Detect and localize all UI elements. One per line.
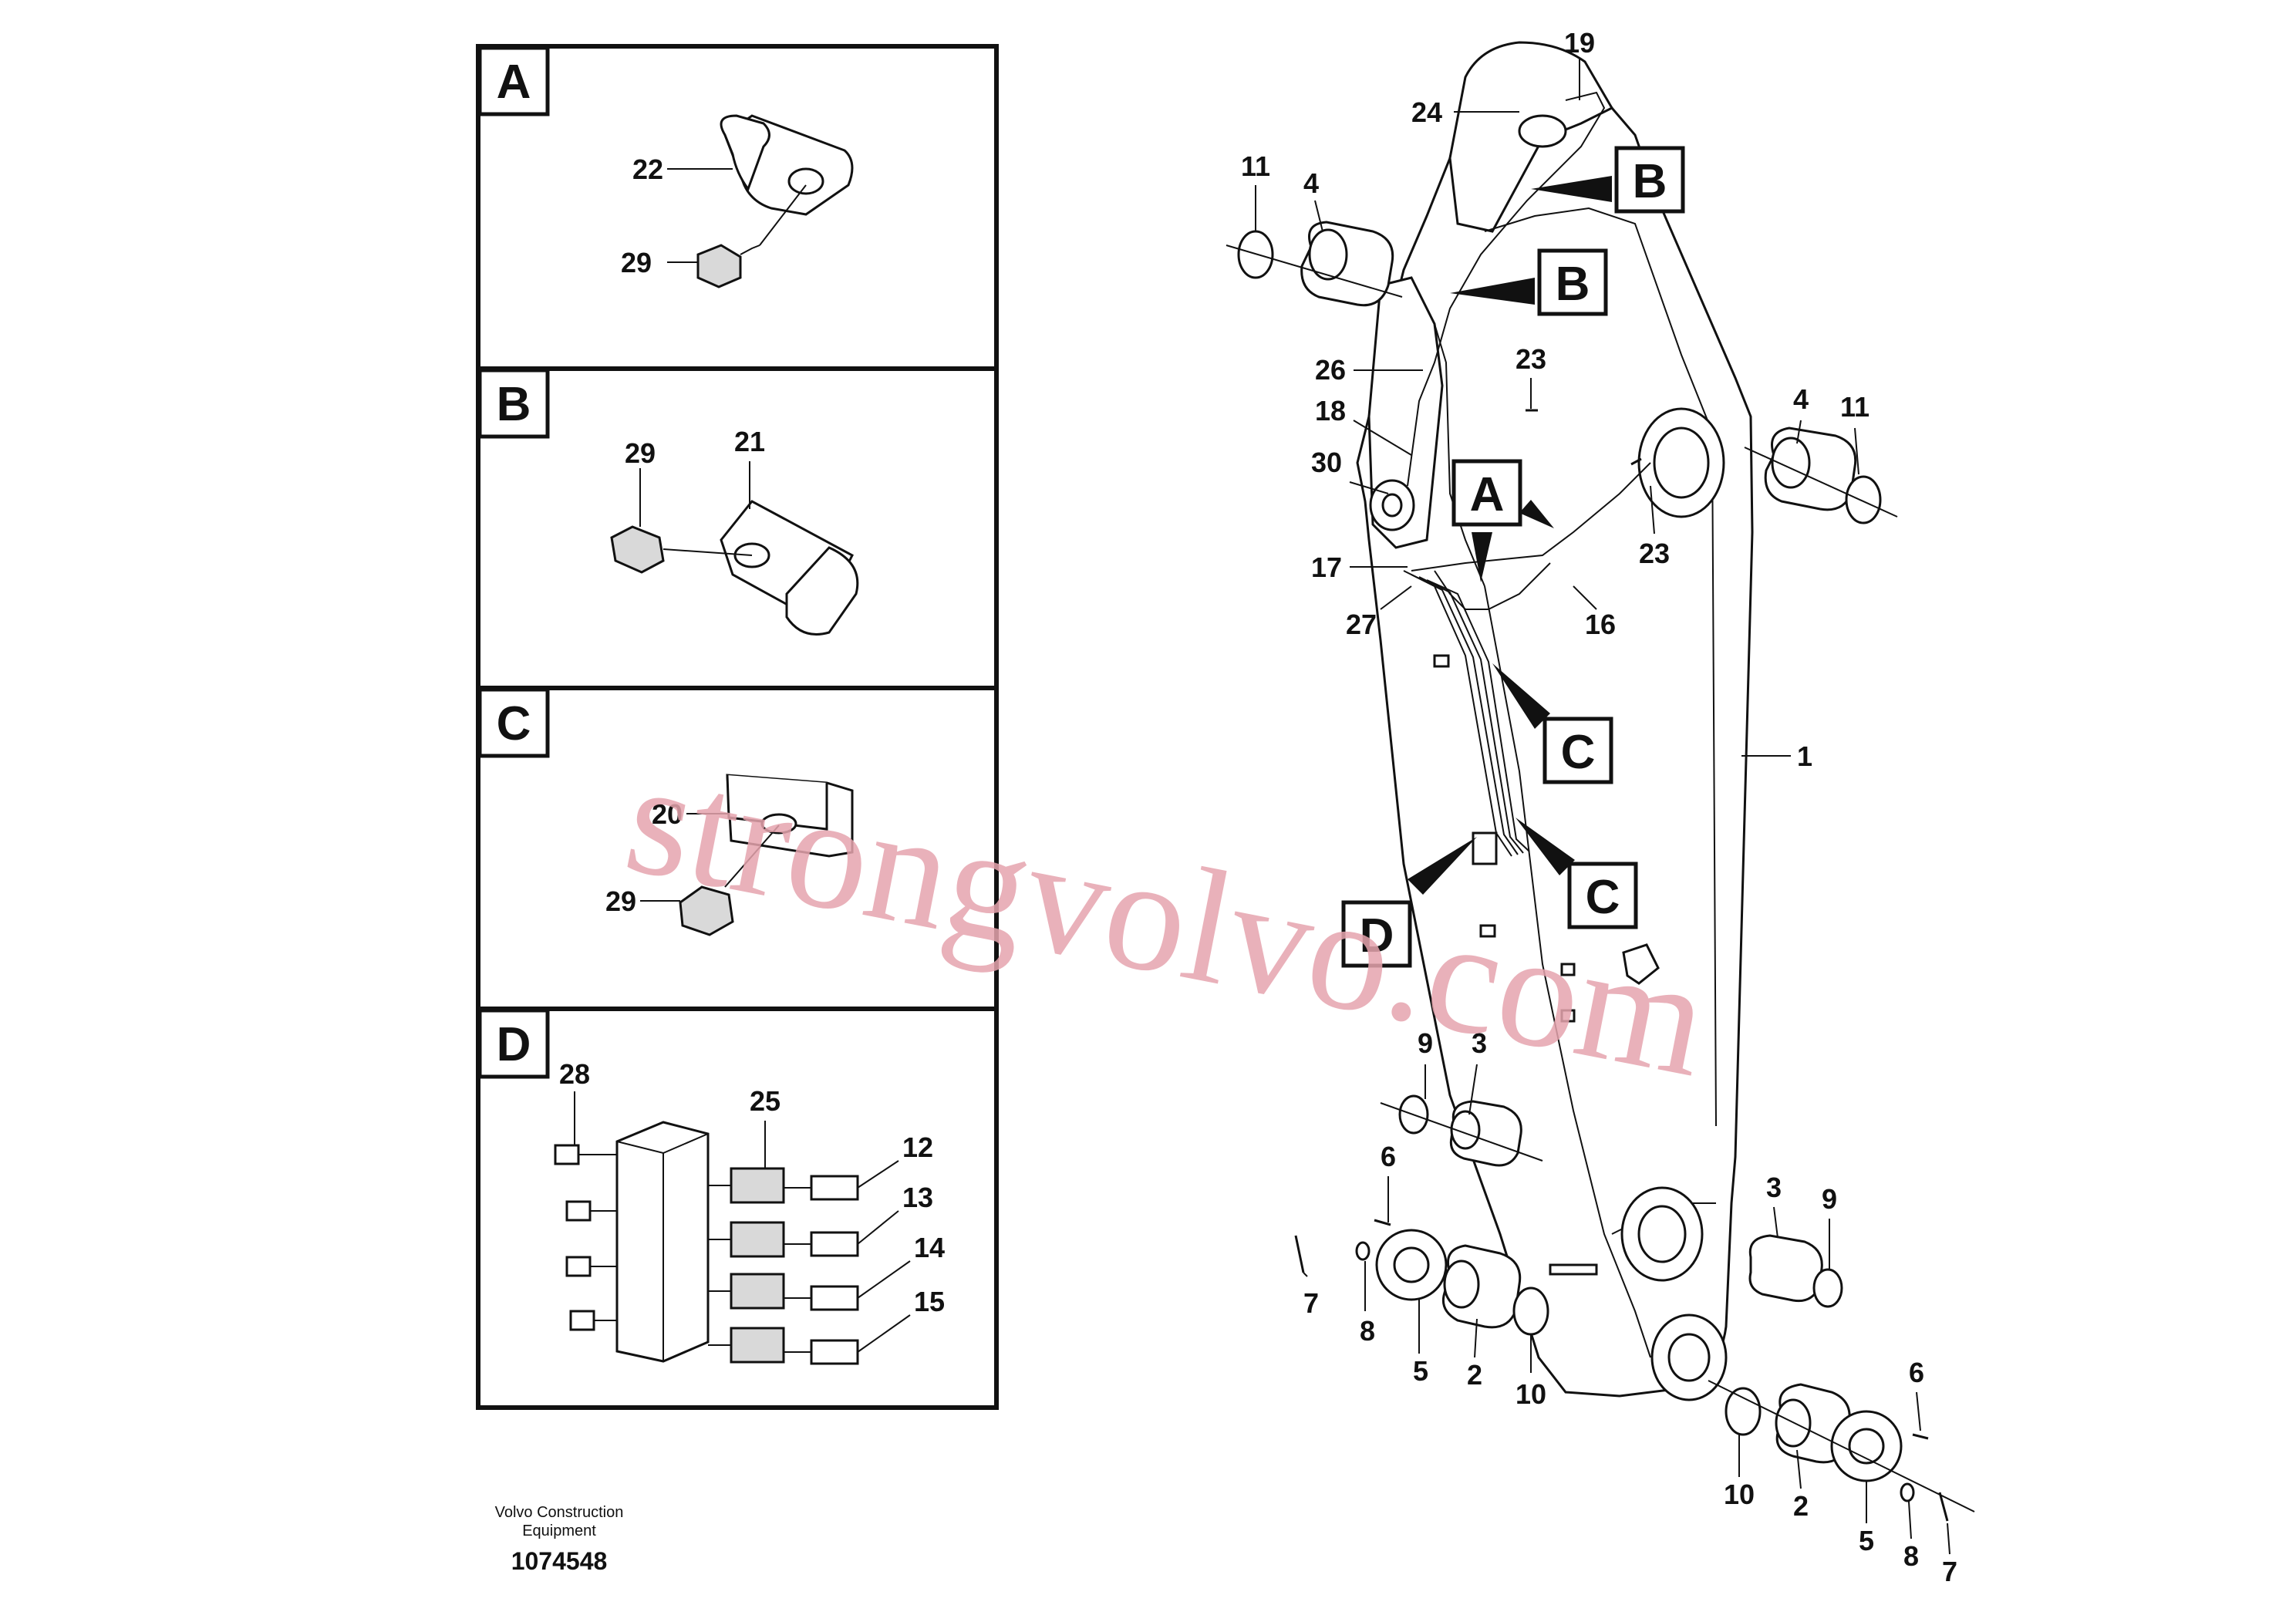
svg-text:4: 4 [1303, 167, 1319, 199]
svg-text:29: 29 [605, 885, 636, 917]
svg-text:23: 23 [1639, 538, 1670, 569]
drawing-number: 1074548 [511, 1547, 608, 1575]
panel-d-letter: D [477, 1008, 550, 1079]
svg-text:9: 9 [1418, 1027, 1433, 1059]
svg-text:8: 8 [1360, 1315, 1375, 1347]
svg-text:B: B [1556, 258, 1590, 311]
boom-callouts: B B A C C D [1341, 146, 1685, 968]
svg-text:29: 29 [625, 437, 656, 469]
svg-text:B: B [497, 378, 531, 431]
panel-d-parts: 28 25 12 13 14 15 [554, 1058, 945, 1365]
svg-text:12: 12 [902, 1131, 933, 1163]
svg-text:14: 14 [914, 1232, 945, 1263]
svg-text:2: 2 [1467, 1359, 1482, 1391]
svg-text:6: 6 [1381, 1141, 1396, 1172]
svg-text:9: 9 [1822, 1183, 1837, 1215]
svg-text:5: 5 [1413, 1355, 1428, 1387]
svg-text:D: D [1360, 909, 1394, 963]
svg-text:5: 5 [1859, 1525, 1874, 1556]
detail-panels: A B C D 22 29 [476, 44, 999, 1410]
panel-b-parts: 29 21 [610, 426, 859, 636]
svg-text:11: 11 [1840, 391, 1870, 423]
svg-text:C: C [1561, 726, 1596, 779]
panel-c-parts: 20 29 [605, 774, 854, 936]
boom-pin-parts [1226, 221, 1975, 1522]
svg-text:7: 7 [1303, 1287, 1319, 1319]
svg-text:17: 17 [1311, 551, 1342, 583]
svg-text:16: 16 [1585, 609, 1616, 640]
svg-text:2: 2 [1793, 1490, 1809, 1522]
svg-text:15: 15 [914, 1286, 945, 1317]
svg-text:25: 25 [750, 1085, 781, 1117]
svg-text:A: A [1470, 468, 1505, 521]
drawing-footer: Volvo Construction Equipment 1074548 [495, 1504, 624, 1575]
svg-text:11: 11 [1241, 150, 1270, 182]
svg-text:30: 30 [1311, 447, 1342, 478]
svg-text:7: 7 [1942, 1556, 1957, 1587]
svg-text:1: 1 [1797, 740, 1812, 772]
panel-c-letter: C [477, 687, 550, 758]
callout-c-lower: C [1515, 818, 1638, 929]
svg-text:26: 26 [1315, 354, 1346, 386]
manifold-fittings [554, 1144, 859, 1365]
svg-text:29: 29 [621, 247, 652, 278]
part-labels: 19 24 11 4 26 23 18 30 17 27 16 4 11 23 … [1241, 27, 1957, 1587]
svg-text:20: 20 [652, 798, 683, 830]
leader-lines [1255, 58, 1950, 1555]
svg-text:13: 13 [902, 1182, 933, 1213]
callout-a: A [1451, 459, 1554, 582]
svg-text:8: 8 [1903, 1540, 1919, 1572]
svg-text:A: A [497, 56, 531, 109]
svg-text:4: 4 [1793, 383, 1809, 415]
svg-text:3: 3 [1472, 1027, 1487, 1059]
panel-a-parts: 22 29 [621, 114, 854, 288]
callout-d: D [1341, 837, 1477, 968]
svg-text:C: C [1586, 871, 1620, 924]
svg-text:24: 24 [1411, 96, 1442, 128]
svg-text:22: 22 [632, 153, 663, 185]
panel-b-letter: B [477, 368, 550, 439]
svg-text:27: 27 [1346, 609, 1377, 640]
svg-text:19: 19 [1564, 27, 1595, 59]
svg-text:23: 23 [1515, 343, 1546, 375]
company-name-line2: Equipment [522, 1523, 596, 1539]
svg-text:3: 3 [1766, 1172, 1782, 1203]
svg-text:6: 6 [1909, 1357, 1924, 1388]
svg-text:10: 10 [1515, 1378, 1546, 1410]
callout-b-upper: B [1531, 146, 1685, 214]
company-name-line1: Volvo Construction [495, 1504, 624, 1521]
callout-c-upper: C [1492, 663, 1613, 784]
svg-text:D: D [497, 1018, 531, 1071]
svg-text:C: C [497, 697, 531, 750]
svg-text:28: 28 [559, 1058, 590, 1090]
svg-text:21: 21 [734, 426, 765, 457]
svg-text:10: 10 [1724, 1479, 1755, 1510]
callout-b-middle: B [1450, 248, 1608, 316]
svg-text:B: B [1633, 155, 1667, 208]
panel-a-letter: A [477, 46, 550, 116]
svg-text:18: 18 [1315, 395, 1346, 427]
